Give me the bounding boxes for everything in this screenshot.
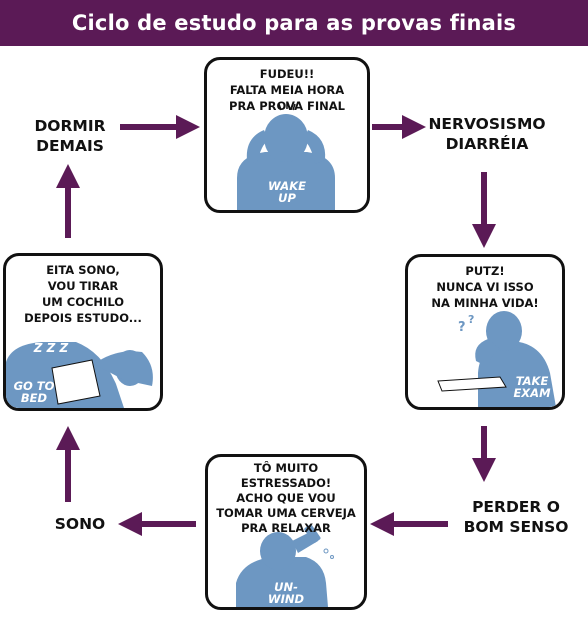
panel-wake-up-tag: WAKE UP xyxy=(268,179,306,205)
page-title: Ciclo de estudo para as provas finais xyxy=(0,0,588,46)
label-dormir-demais: DORMIR DEMAIS xyxy=(34,117,106,155)
panel-unwind-caption: TÔ MUITO ESTRESSADO! ACHO QUE VOU TOMAR … xyxy=(216,461,356,535)
panel-take-exam: ? ? PUTZ! NUNCA VI ISSO NA MINHA VIDA! T… xyxy=(405,254,565,410)
label-sono: SONO xyxy=(54,515,106,533)
panel-go-to-bed-caption: EITA SONO, VOU TIRAR UM COCHILO DEPOIS E… xyxy=(24,263,142,325)
panel-unwind: TÔ MUITO ESTRESSADO! ACHO QUE VOU TOMAR … xyxy=(205,454,367,610)
confused-student-illustration: ? ? xyxy=(437,311,556,407)
sleeping-student-illustration xyxy=(6,342,153,408)
panel-take-exam-tag: TAKE EXAM xyxy=(513,374,551,400)
label-nervosismo-diarreia: NERVOSISMO DIARRÉIA xyxy=(428,115,546,153)
drinking-person-illustration xyxy=(236,524,334,607)
panel-go-to-bed-tag: GO TO BED xyxy=(13,379,55,405)
svg-text:?: ? xyxy=(468,313,474,326)
label-perder-bom-senso: PERDER O BOM SENSO xyxy=(463,498,569,536)
svg-text:?: ? xyxy=(458,320,466,335)
panicking-person-illustration xyxy=(237,102,335,210)
panel-wake-up: FUDEU!! FALTA MEIA HORA PRA PROVA FINAL … xyxy=(204,57,370,213)
panel-go-to-bed-snore: Z Z Z xyxy=(33,341,69,355)
panel-unwind-tag: UN- WIND xyxy=(267,580,305,606)
panel-go-to-bed: EITA SONO, VOU TIRAR UM COCHILO DEPOIS E… xyxy=(3,253,163,411)
panel-take-exam-caption: PUTZ! NUNCA VI ISSO NA MINHA VIDA! xyxy=(431,264,539,310)
panel-wake-up-caption: FUDEU!! FALTA MEIA HORA PRA PROVA FINAL xyxy=(229,67,345,113)
